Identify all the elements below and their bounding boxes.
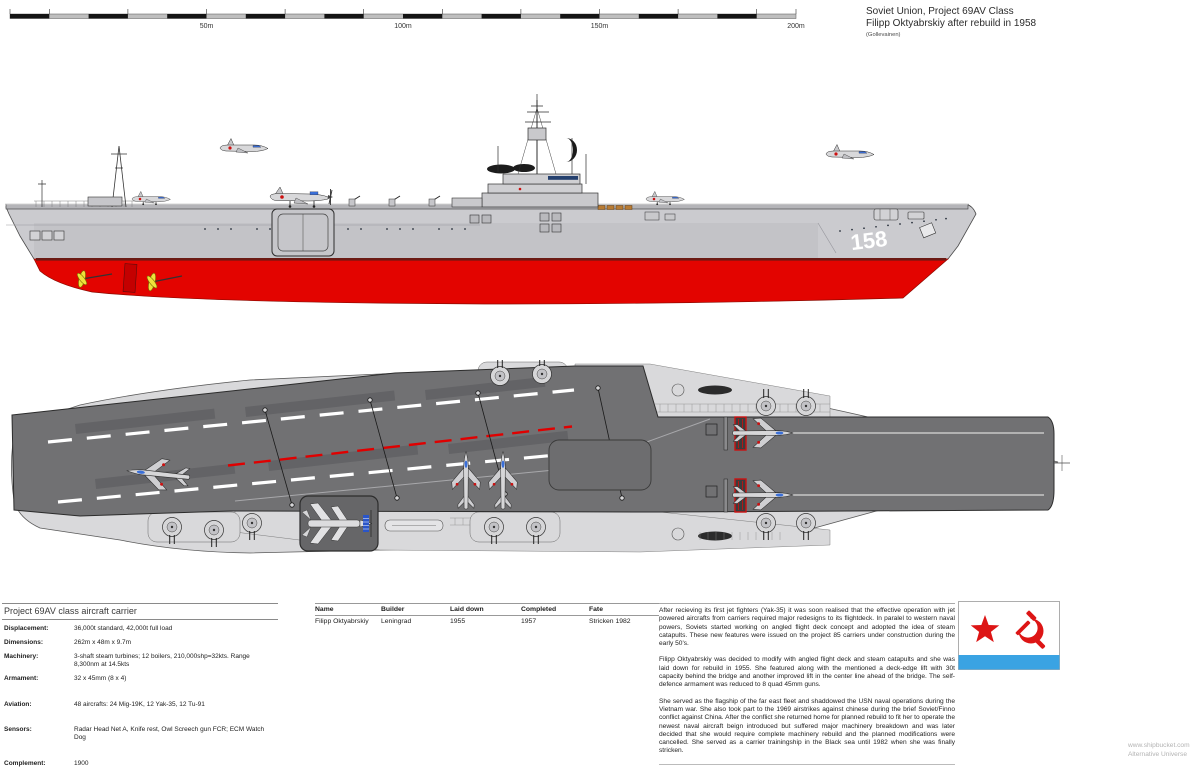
- vent-boxes: [469, 212, 562, 233]
- site-url: www.shipbucket.com: [1128, 742, 1190, 749]
- side-hull-underwater: [33, 258, 949, 305]
- spec-label: Machinery:: [4, 652, 39, 660]
- spec-value: 262m x 48m x 9.7m: [74, 638, 132, 646]
- spec-label: Dimensions:: [4, 638, 44, 646]
- col-completed: Completed: [521, 606, 557, 613]
- bow-jackstaff: [1054, 455, 1070, 471]
- rudder: [122, 263, 138, 293]
- deck-jet-fwd-icon: [646, 191, 684, 205]
- island: [451, 94, 599, 208]
- scale-bar: 50m 100m 150m 200m: [9, 9, 805, 30]
- scale-label-100m: 100m: [394, 23, 412, 30]
- spec-row-armament: Armament: 32 x 45mm (8 x 4): [2, 675, 278, 683]
- propellers: [76, 270, 183, 292]
- cell-name: Filipp Oktyabrskiy: [315, 618, 369, 625]
- scale-bar-segments: [10, 14, 757, 19]
- col-fate: Fate: [589, 606, 603, 613]
- spec-label: Displacement:: [4, 625, 49, 632]
- flying-jet-left-icon: [219, 138, 269, 154]
- col-name: Name: [315, 606, 334, 613]
- ships-table: Name Builder Laid down Completed Fate Fi…: [315, 603, 659, 627]
- spec-value: 1900: [74, 759, 89, 767]
- island-antennas: [497, 138, 587, 184]
- spec-label: Aviation:: [4, 700, 32, 708]
- ship-boat-icon: [698, 385, 732, 395]
- bridge-windows: [548, 176, 578, 180]
- anchor-icon: [919, 222, 937, 239]
- artist-credit: (Gollevainen): [866, 32, 901, 38]
- spec-row-displacement: Displacement: 36,000t standard, 42,000t …: [2, 625, 278, 633]
- col-laid-down: Laid down: [450, 606, 484, 613]
- flying-jet-right-icon: [825, 144, 875, 160]
- spec-row-complement: Complement: 1900: [2, 760, 278, 768]
- cell-builder: Leningrad: [381, 618, 412, 625]
- deck-edge-elevator: [299, 495, 379, 552]
- title-line1: Soviet Union, Project 69AV Class: [866, 6, 1014, 17]
- spec-value: 48 aircrafts: 24 Mig-19K, 12 Yak-35, 12 …: [74, 700, 205, 708]
- cell-laid-down: 1955: [450, 618, 466, 625]
- history-paragraph-3: She served as the flagship of the far ea…: [659, 697, 955, 755]
- plan-view: [11, 360, 1070, 554]
- bow-fittings: [873, 208, 937, 239]
- red-star-icon: [970, 615, 1000, 643]
- mast: [517, 94, 557, 175]
- scale-label-50m: 50m: [200, 23, 214, 30]
- folded-wing-aircraft-icon: [301, 502, 373, 545]
- hangar-lift-opening: [271, 208, 335, 257]
- scale-label-150m: 150m: [591, 23, 609, 30]
- ship-boat-icon: [698, 531, 732, 541]
- col-builder: Builder: [381, 606, 405, 613]
- catapult-tracks: [788, 432, 1044, 496]
- spec-label: Complement:: [4, 759, 46, 767]
- spec-row-sensors: Sensors: Radar Head Net A, Knife rest, O…: [2, 726, 278, 743]
- cell-fate: Stricken 1982: [589, 618, 631, 625]
- liferaft-racks: [597, 205, 633, 210]
- hull-number: 158: [849, 226, 888, 255]
- deck-guns: [87, 195, 676, 221]
- boats: [487, 164, 515, 174]
- scale-bar-labels: 50m 100m 150m 200m: [200, 23, 805, 30]
- scale-bar-ticks: [9, 9, 797, 14]
- ships-table-row: Filipp Oktyabrskiy Leningrad 1955 1957 S…: [315, 616, 659, 627]
- side-hull: [5, 203, 977, 260]
- spec-label: Armament:: [4, 675, 39, 683]
- soviet-navy-flag-icon: [958, 601, 1060, 670]
- spec-value: Radar Head Net A, Knife rest, Owl Screec…: [74, 725, 265, 742]
- title-line2: Filipp Oktyabrskiy after rebuild in 1958: [866, 17, 1037, 29]
- history-text: After recieving its first jet fighters (…: [659, 603, 955, 765]
- spec-label: Sensors:: [4, 725, 32, 733]
- runway-markings: [47, 388, 1044, 504]
- history-paragraph-1: After recieving its first jet fighters (…: [659, 607, 955, 648]
- specs-table: Project 69AV class aircraft carrier Disp…: [2, 603, 278, 774]
- spec-row-dimensions: Dimensions: 262m x 48m x 9.7m: [2, 639, 278, 647]
- centerline-elevator: [548, 439, 652, 491]
- stern-fittings: [29, 230, 65, 241]
- runway-centerline-red: [227, 425, 573, 467]
- history-paragraph-2: Filipp Oktyabrskiy was decided to modify…: [659, 656, 955, 689]
- flag-blue-stripe: [958, 655, 1060, 670]
- specs-title: Project 69AV class aircraft carrier: [2, 604, 278, 620]
- ships-table-header: Name Builder Laid down Completed Fate: [315, 604, 659, 616]
- stern-antenna-mast: [38, 145, 127, 208]
- radar-dish-icon: [566, 138, 577, 162]
- scale-label-200m: 200m: [787, 23, 805, 30]
- spec-row-aviation: Aviation: 48 aircrafts: 24 Mig-19K, 12 Y…: [2, 701, 278, 709]
- spec-value: 3-shaft steam turbines; 12 boilers, 210,…: [74, 652, 250, 669]
- site-credit: www.shipbucket.com Alternative Universe: [1128, 742, 1190, 759]
- cell-completed: 1957: [521, 618, 537, 625]
- spec-row-machinery: Machinery: 3-shaft steam turbines; 12 bo…: [2, 653, 278, 670]
- deck-jet-aft-icon: [132, 191, 170, 205]
- history-bottom-rule: [659, 763, 955, 765]
- side-view: 158: [5, 94, 977, 305]
- spec-value: 36,000t standard, 42,000t full load: [74, 625, 173, 632]
- spec-value: 32 x 45mm (8 x 4): [74, 675, 127, 683]
- site-edition: Alternative Universe: [1128, 750, 1188, 758]
- title-block: Soviet Union, Project 69AV Class Filipp …: [866, 6, 1036, 42]
- hammer-sickle-icon: [1015, 610, 1046, 649]
